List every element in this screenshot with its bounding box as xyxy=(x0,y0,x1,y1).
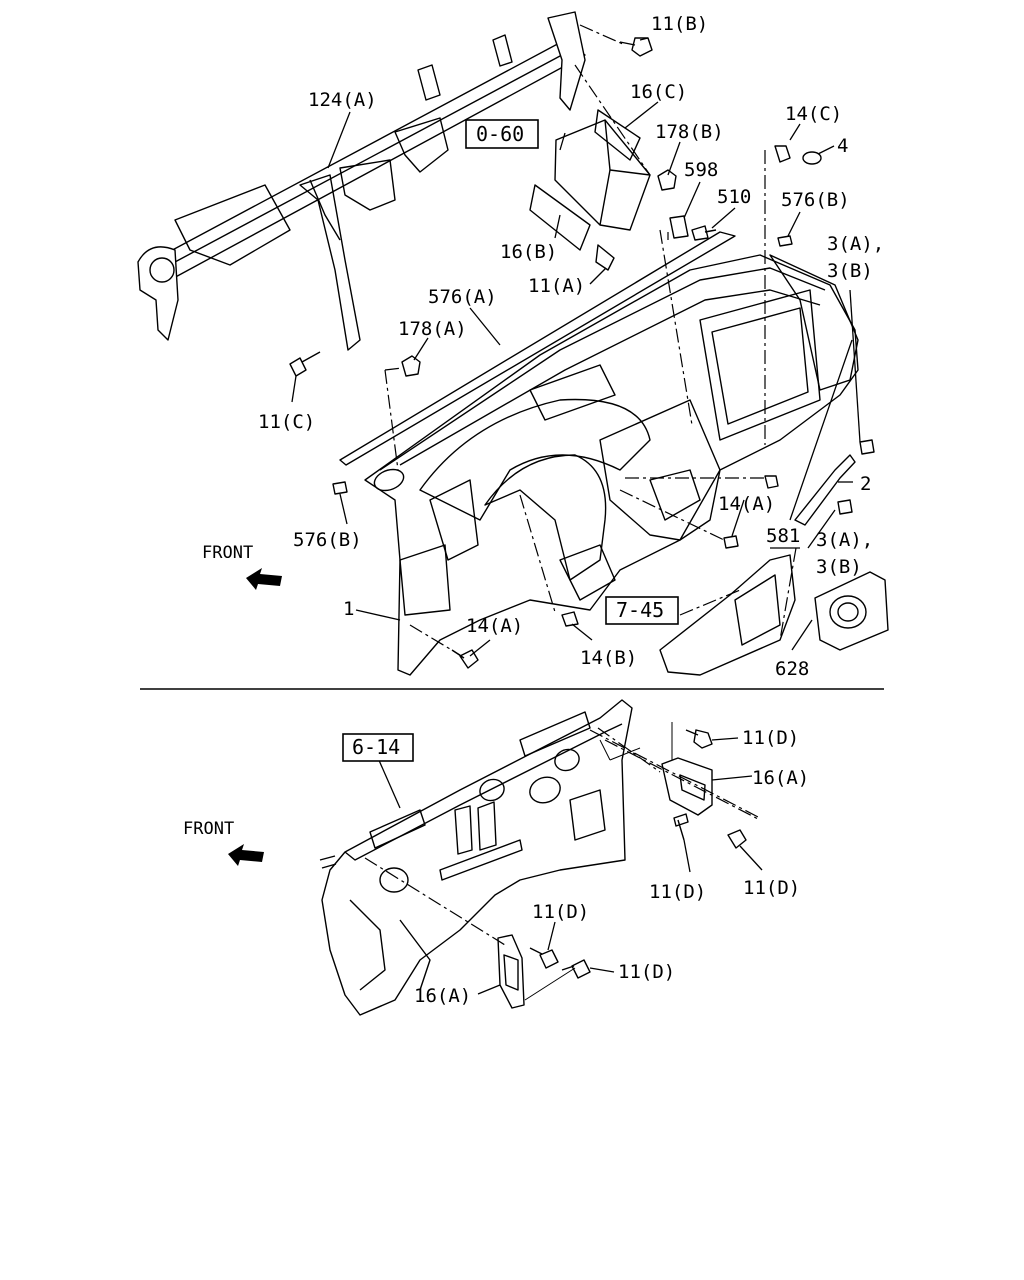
label-598: 598 xyxy=(684,159,718,181)
ref-7-45-text: 7-45 xyxy=(616,598,664,622)
label-178a: 178(A) xyxy=(398,318,467,340)
label-11b: 11(B) xyxy=(651,13,708,35)
label-16c: 16(C) xyxy=(630,81,687,103)
label-124a: 124(A) xyxy=(308,89,377,111)
ref-box-6-14: 6-14 xyxy=(342,733,414,762)
ref-box-7-45: 7-45 xyxy=(605,596,679,625)
front-arrow-icon xyxy=(246,568,282,590)
label-11a: 11(A) xyxy=(528,275,585,297)
label-14a-left: 14(A) xyxy=(466,615,523,637)
label-11d-c: 11(D) xyxy=(743,877,800,899)
front-label-top: FRONT xyxy=(202,543,253,563)
control-module xyxy=(529,109,651,251)
front-marker-bottom: FRONT xyxy=(183,819,264,866)
side-vent xyxy=(814,571,889,651)
label-11d-e: 11(D) xyxy=(618,961,675,983)
callout-labels: 11(B) 124(A) 16(C) 178(B) 14(C) 4 598 51… xyxy=(258,13,884,1007)
label-14a-right: 14(A) xyxy=(718,493,775,515)
ref-box-0-60: 0-60 xyxy=(465,119,539,149)
lower-panel xyxy=(659,554,796,676)
label-1: 1 xyxy=(343,598,354,620)
front-marker-top: FRONT xyxy=(202,543,282,590)
ref-0-60-text: 0-60 xyxy=(476,122,524,146)
label-3ab-upper-a: 3(A), xyxy=(827,233,884,255)
cross-car-beam xyxy=(137,11,586,351)
ref-6-14-text: 6-14 xyxy=(352,735,400,759)
dash-panel xyxy=(319,699,633,1016)
label-3ab-lower-b: 3(B) xyxy=(816,556,862,578)
label-14b: 14(B) xyxy=(580,647,637,669)
label-11c: 11(C) xyxy=(258,411,315,433)
instrument-panel xyxy=(339,231,859,676)
bracket-16a-left xyxy=(497,934,525,1009)
label-14c: 14(C) xyxy=(785,103,842,125)
front-arrow-icon xyxy=(228,844,264,866)
label-11d-d: 11(D) xyxy=(532,901,589,923)
label-576a: 576(A) xyxy=(428,286,497,308)
front-label-bottom: FRONT xyxy=(183,819,234,839)
label-4: 4 xyxy=(837,135,848,157)
label-510: 510 xyxy=(717,186,751,208)
label-11d-a: 11(D) xyxy=(742,727,799,749)
label-16b: 16(B) xyxy=(500,241,557,263)
bracket-16a-right xyxy=(661,757,713,816)
label-576b-left: 576(B) xyxy=(293,529,362,551)
leader-lines-lower xyxy=(364,722,763,1001)
label-3ab-lower-a: 3(A), xyxy=(816,529,873,551)
label-16a-right: 16(A) xyxy=(752,767,809,789)
label-576b-right: 576(B) xyxy=(781,189,850,211)
fastener-parts xyxy=(289,37,875,669)
label-11d-b: 11(D) xyxy=(649,881,706,903)
lower-bolts xyxy=(529,729,747,979)
label-3ab-upper-b: 3(B) xyxy=(827,260,873,282)
label-581: 581 xyxy=(766,525,800,547)
label-178b: 178(B) xyxy=(655,121,724,143)
label-628: 628 xyxy=(775,658,809,680)
leader-lines-upper xyxy=(291,24,861,657)
label-16a-left: 16(A) xyxy=(414,985,471,1007)
label-2: 2 xyxy=(860,473,871,495)
